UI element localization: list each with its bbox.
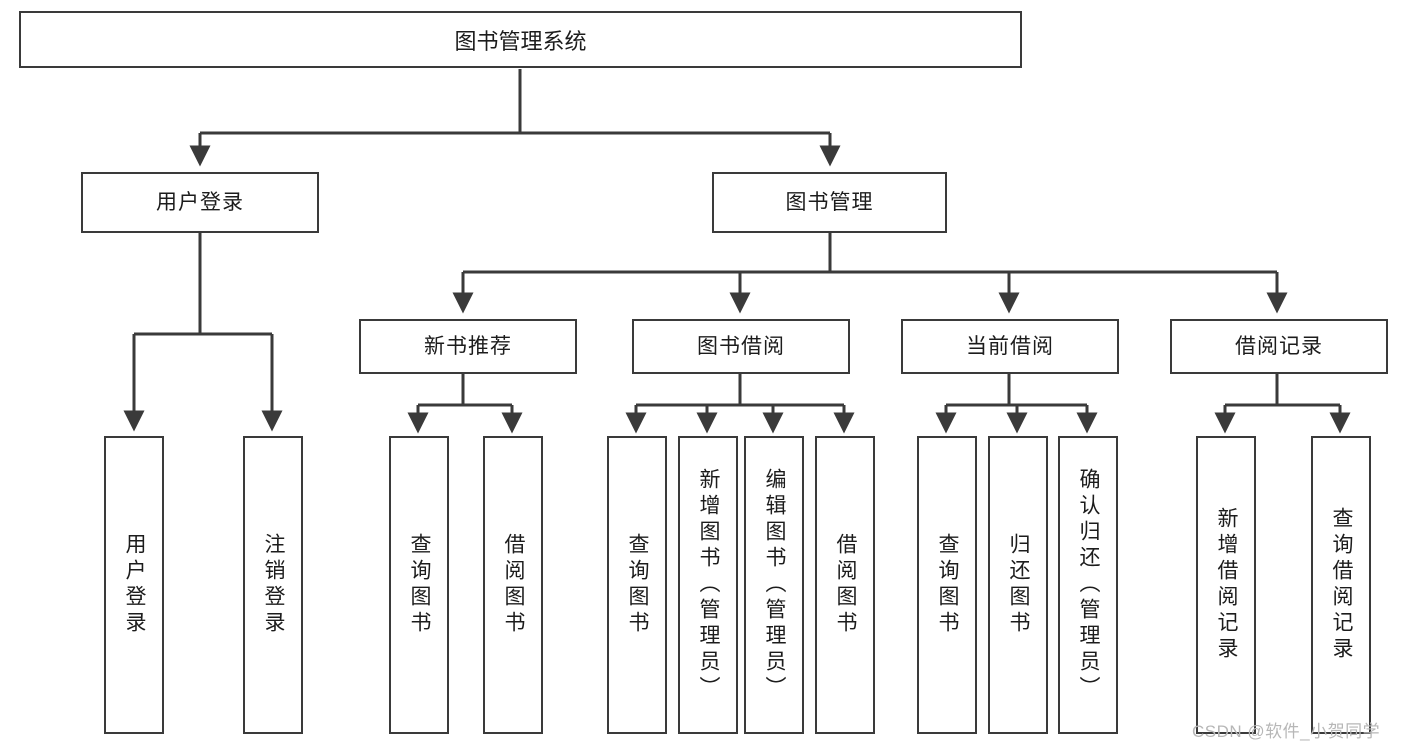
node-label: 编辑图书（管理员） (763, 468, 787, 702)
node-label: 归还图书 (1007, 533, 1031, 637)
leaf-user-login[interactable]: 用户登录 (104, 436, 164, 734)
node-root-system[interactable]: 图书管理系统 (19, 11, 1022, 68)
node-label: 新增借阅记录 (1215, 507, 1239, 663)
leaf-logout[interactable]: 注销登录 (243, 436, 303, 734)
leaf-query-books-current[interactable]: 查询图书 (917, 436, 977, 734)
csdn-watermark: CSDN @软件_小贺同学 (1192, 722, 1381, 741)
node-borrow-records[interactable]: 借阅记录 (1170, 319, 1388, 374)
node-label: 图书管理系统 (454, 28, 587, 54)
node-current-borrow[interactable]: 当前借阅 (901, 319, 1119, 374)
node-label: 图书管理 (785, 190, 874, 214)
leaf-borrow-books-recommend[interactable]: 借阅图书 (483, 436, 543, 734)
leaf-query-books-borrow[interactable]: 查询图书 (607, 436, 667, 734)
node-label: 新增图书（管理员） (697, 468, 721, 702)
node-book-management[interactable]: 图书管理 (712, 172, 947, 233)
leaf-add-borrow-record[interactable]: 新增借阅记录 (1196, 436, 1256, 734)
node-book-borrow[interactable]: 图书借阅 (632, 319, 850, 374)
leaf-return-books[interactable]: 归还图书 (988, 436, 1048, 734)
leaf-borrow-books[interactable]: 借阅图书 (815, 436, 875, 734)
node-label: 用户登录 (123, 533, 147, 637)
node-label: 借阅图书 (502, 533, 526, 637)
leaf-edit-book-admin[interactable]: 编辑图书（管理员） (744, 436, 804, 734)
node-label: 借阅记录 (1235, 334, 1323, 358)
leaf-query-books-recommend[interactable]: 查询图书 (389, 436, 449, 734)
node-label: 图书借阅 (697, 334, 785, 358)
node-label: 查询图书 (936, 533, 960, 637)
node-label: 查询借阅记录 (1330, 507, 1354, 663)
node-user-login[interactable]: 用户登录 (81, 172, 319, 233)
node-label: 确认归还（管理员） (1077, 468, 1101, 702)
node-label: 注销登录 (262, 533, 286, 637)
node-label: 查询图书 (626, 533, 650, 637)
node-new-book-recommend[interactable]: 新书推荐 (359, 319, 577, 374)
node-label: 借阅图书 (834, 533, 858, 637)
node-label: 新书推荐 (424, 334, 512, 358)
leaf-confirm-return-admin[interactable]: 确认归还（管理员） (1058, 436, 1118, 734)
node-label: 当前借阅 (966, 334, 1054, 358)
leaf-query-borrow-record[interactable]: 查询借阅记录 (1311, 436, 1371, 734)
node-label: 查询图书 (408, 533, 432, 637)
node-label: 用户登录 (156, 190, 244, 214)
leaf-add-book-admin[interactable]: 新增图书（管理员） (678, 436, 738, 734)
